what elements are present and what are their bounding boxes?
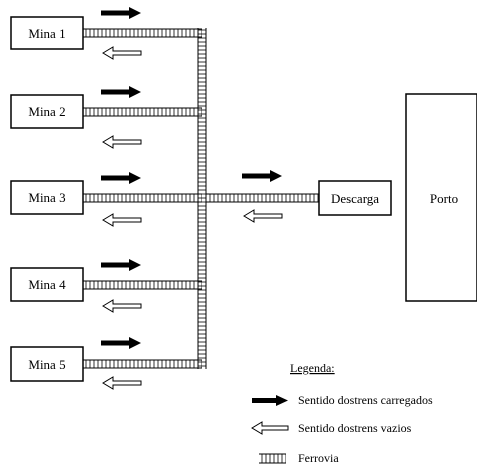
legend-title: Legenda: <box>290 361 335 375</box>
track-main-line <box>206 193 319 203</box>
loaded-arrow-icon-5 <box>101 337 141 349</box>
mine-4: Mina 4 <box>10 267 84 302</box>
loaded-arrow-icon-1 <box>101 7 141 19</box>
loaded-arrow-icon-main <box>242 170 282 182</box>
track-mine-5 <box>83 359 202 369</box>
port: Porto <box>405 93 477 302</box>
legend-label-loaded: Sentido dostrens carregados <box>298 393 433 407</box>
filled-arrow-icon <box>252 395 288 406</box>
unload-label: Descarga <box>331 191 379 206</box>
empty-arrow-icon-1 <box>102 46 142 60</box>
track-mine-2 <box>83 107 202 117</box>
mine-2-label: Mina 2 <box>28 104 65 119</box>
mine-5-label: Mina 5 <box>28 357 65 372</box>
port-label: Porto <box>430 191 458 206</box>
mine-1-label: Mina 1 <box>28 26 65 41</box>
hollow-arrow-icon <box>251 421 289 435</box>
mine-1: Mina 1 <box>10 16 84 50</box>
track-mine-1 <box>83 28 202 38</box>
mine-4-label: Mina 4 <box>28 277 66 292</box>
empty-arrow-icon-4 <box>102 299 142 313</box>
railway-network <box>83 28 319 369</box>
empty-arrow-icon-5 <box>102 376 142 390</box>
empty-arrow-icon-3 <box>102 213 142 227</box>
mine-1-box <box>10 16 84 50</box>
loaded-arrow-icon-2 <box>101 86 141 98</box>
railway-track-icon <box>259 453 286 464</box>
mine-5: Mina 5 <box>10 346 84 382</box>
track-trunk <box>197 28 207 369</box>
track-mine-3 <box>83 193 202 203</box>
port-box <box>405 93 477 302</box>
empty-arrow-icon-main <box>243 209 283 223</box>
loaded-arrow-icon-4 <box>101 259 141 271</box>
loaded-arrow-icon-3 <box>101 172 141 184</box>
legend-label-empty: Sentido dostrens vazios <box>298 421 412 435</box>
legend-item-railway: Ferrovia <box>259 451 339 465</box>
legend-item-empty: Sentido dostrens vazios <box>251 421 412 435</box>
mine-3-label: Mina 3 <box>28 190 65 205</box>
legend-item-loaded: Sentido dostrens carregados <box>252 393 433 407</box>
unload-box <box>318 180 392 216</box>
legend-label-railway: Ferrovia <box>298 451 339 465</box>
legend: Legenda: Sentido dostrens carregados Sen… <box>251 361 433 465</box>
empty-arrow-icon-2 <box>102 135 142 149</box>
train-direction-arrows <box>101 7 283 390</box>
mine-5-box <box>10 346 84 382</box>
mine-4-box <box>10 267 84 302</box>
mine-3: Mina 3 <box>10 180 84 215</box>
mine-3-box <box>10 180 84 215</box>
track-mine-4 <box>83 280 202 290</box>
mine-2: Mina 2 <box>10 94 84 129</box>
unload-station: Descarga <box>318 180 392 216</box>
mine-2-box <box>10 94 84 129</box>
